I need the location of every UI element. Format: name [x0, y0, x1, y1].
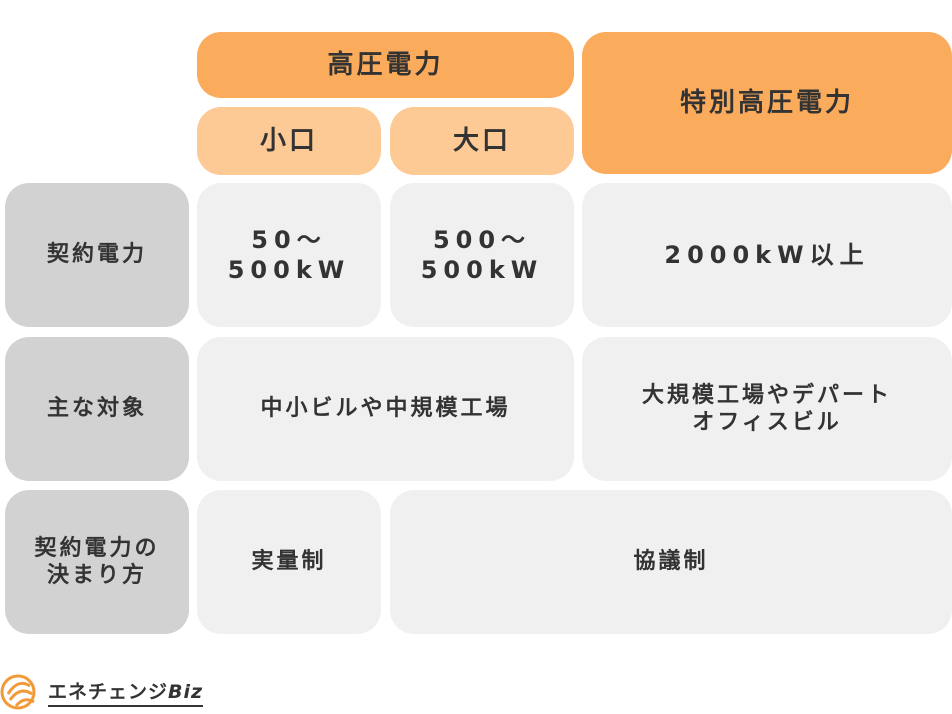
brand-name-suffix: Biz	[168, 681, 204, 703]
brand-name-prefix: エネチェンジ	[48, 681, 169, 703]
cell-contract-power-small: 50～ 500kW	[197, 183, 381, 327]
header-high-voltage-label: 高圧電力	[327, 49, 444, 80]
row-header-main-target: 主な対象	[5, 337, 189, 481]
header-extra-high-voltage: 特別高圧電力	[582, 32, 952, 174]
cell-decision-method-small: 実量制	[197, 490, 381, 634]
cell-contract-power-extra-value: 2000kW以上	[664, 241, 870, 269]
cell-main-target-high: 中小ビルや中規模工場	[197, 337, 574, 481]
header-large-lot-label: 大口	[452, 125, 511, 156]
row-header-contract-power: 契約電力	[5, 183, 189, 327]
brand-logo: エネチェンジBiz	[0, 672, 204, 712]
header-large-lot: 大口	[390, 107, 574, 175]
header-small-lot-label: 小口	[259, 125, 318, 156]
brand-name: エネチェンジBiz	[48, 677, 204, 707]
cell-main-target-extra-value: 大規模工場やデパート オフィスビル	[641, 382, 892, 436]
cell-contract-power-large: 500～ 500kW	[390, 183, 574, 327]
cell-contract-power-extra: 2000kW以上	[582, 183, 952, 327]
header-small-lot: 小口	[197, 107, 381, 175]
cell-main-target-extra: 大規模工場やデパート オフィスビル	[582, 337, 952, 481]
row-header-contract-power-label: 契約電力	[46, 242, 147, 268]
header-extra-high-voltage-label: 特別高圧電力	[679, 87, 854, 118]
cell-decision-method-other: 協議制	[390, 490, 952, 634]
cell-main-target-high-value: 中小ビルや中規模工場	[260, 396, 511, 422]
cell-contract-power-small-value: 50～ 500kW	[227, 226, 351, 284]
row-header-main-target-label: 主な対象	[46, 396, 147, 422]
cell-decision-method-small-value: 実量制	[251, 549, 327, 575]
cell-contract-power-large-value: 500～ 500kW	[420, 226, 544, 284]
cell-decision-method-other-value: 協議制	[633, 549, 709, 575]
brand-mark-icon	[0, 674, 36, 710]
row-header-decision-method-label: 契約電力の 決まり方	[34, 535, 160, 589]
row-header-decision-method: 契約電力の 決まり方	[5, 490, 189, 634]
header-high-voltage: 高圧電力	[197, 32, 574, 98]
